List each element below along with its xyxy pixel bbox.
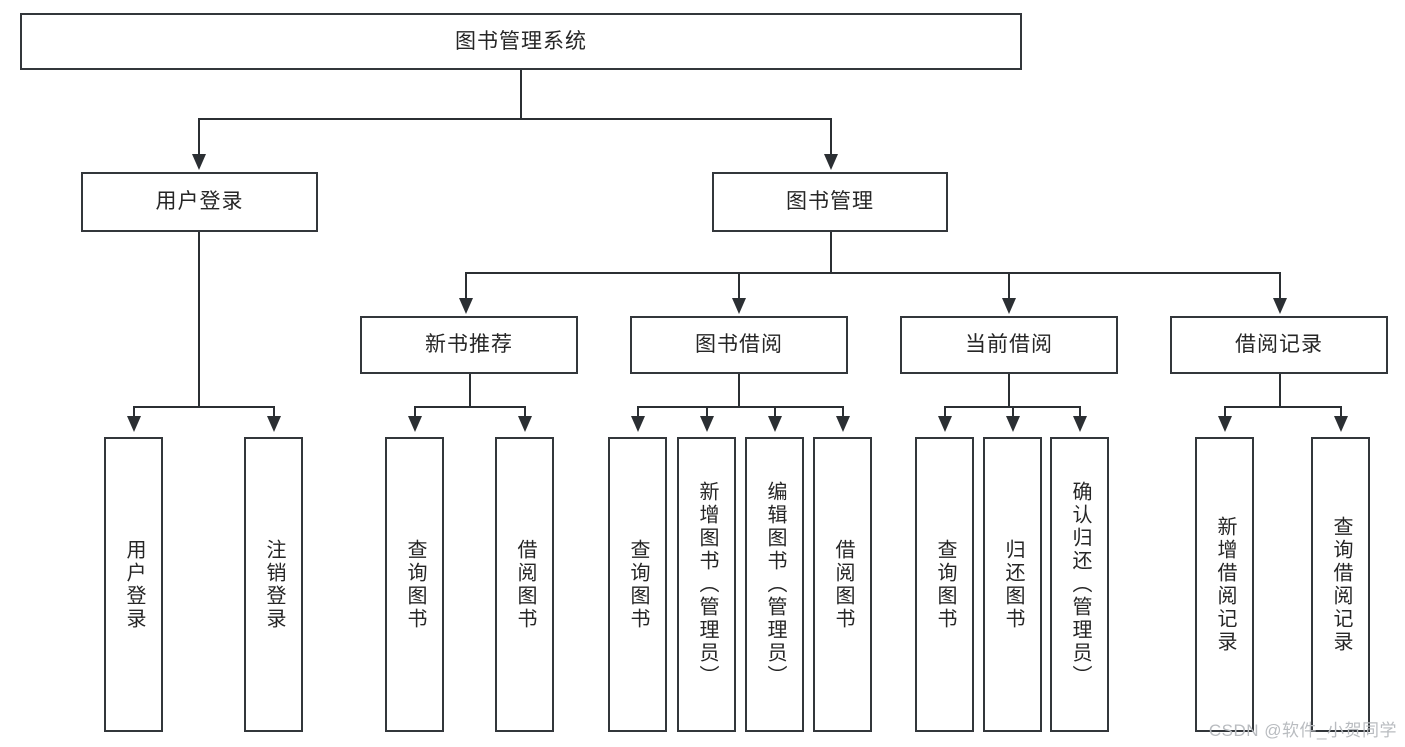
edge-book-borrow-to-leaf-3: [774, 406, 776, 418]
leaf-user-login-1-label: 用户登录: [123, 538, 145, 631]
leaf-book-borrow-1-label: 查询图书: [627, 538, 649, 631]
node-current-borrow[interactable]: 当前借阅: [900, 316, 1118, 374]
node-new-book-recommend-label: 新书推荐: [425, 333, 513, 357]
edge-book-borrow-to-leaf-1: [637, 406, 639, 418]
arrow-book-borrow-to-leaf-3: [768, 416, 782, 432]
leaf-new-book-1-label: 查询图书: [404, 538, 426, 631]
leaf-user-login-1[interactable]: 用户登录: [104, 437, 163, 732]
edge-root-bus: [198, 118, 832, 120]
leaf-book-borrow-1[interactable]: 查询图书: [608, 437, 667, 732]
leaf-borrow-record-1[interactable]: 新增借阅记录: [1195, 437, 1254, 732]
arrow-book-mgmt-to-l3-2: [732, 298, 746, 314]
leaf-current-borrow-3-label: 确认归还（管理员）: [1069, 481, 1091, 688]
arrow-current-borrow-to-leaf-1: [938, 416, 952, 432]
edge-user-login-stem: [198, 232, 200, 408]
edge-borrow-record-to-leaf-1: [1224, 406, 1226, 418]
leaf-user-login-2[interactable]: 注销登录: [244, 437, 303, 732]
node-book-management-label: 图书管理: [786, 190, 874, 214]
node-borrow-record[interactable]: 借阅记录: [1170, 316, 1388, 374]
edge-book-mgmt-bus: [465, 272, 1280, 274]
leaf-book-borrow-2-label: 新增图书（管理员）: [696, 481, 718, 688]
arrow-borrow-record-to-leaf-2: [1334, 416, 1348, 432]
arrow-book-borrow-to-leaf-4: [836, 416, 850, 432]
edge-current-borrow-to-leaf-3: [1079, 406, 1081, 418]
node-new-book-recommend[interactable]: 新书推荐: [360, 316, 578, 374]
edge-user-login-to-leaf-2: [273, 406, 275, 418]
edge-current-borrow-to-leaf-1: [944, 406, 946, 418]
leaf-borrow-record-1-label: 新增借阅记录: [1214, 515, 1236, 654]
arrow-book-mgmt-to-l3-3: [1002, 298, 1016, 314]
node-book-borrow-label: 图书借阅: [695, 333, 783, 357]
arrow-book-mgmt-to-l3-4: [1273, 298, 1287, 314]
edge-borrow-record-to-leaf-2: [1340, 406, 1342, 418]
edge-new-book-to-leaf-2: [524, 406, 526, 418]
edge-root-to-book-mgmt: [830, 118, 832, 156]
arrow-user-login-to-leaf-2: [267, 416, 281, 432]
edge-book-mgmt-to-l3-2: [738, 272, 740, 300]
edge-user-login-to-leaf-1: [133, 406, 135, 418]
edge-book-mgmt-stem: [830, 232, 832, 274]
edge-borrow-record-bus: [1224, 406, 1341, 408]
edge-root-stem: [520, 70, 522, 118]
leaf-new-book-2-label: 借阅图书: [514, 538, 536, 631]
edge-new-book-to-leaf-1: [414, 406, 416, 418]
edge-current-borrow-stem: [1008, 374, 1010, 408]
arrow-book-borrow-to-leaf-1: [631, 416, 645, 432]
node-book-borrow[interactable]: 图书借阅: [630, 316, 848, 374]
leaf-user-login-2-label: 注销登录: [263, 538, 285, 631]
edge-book-borrow-stem: [738, 374, 740, 408]
arrow-new-book-to-leaf-2: [518, 416, 532, 432]
node-user-login-label: 用户登录: [155, 190, 244, 214]
leaf-current-borrow-1-label: 查询图书: [934, 538, 956, 631]
leaf-borrow-record-2[interactable]: 查询借阅记录: [1311, 437, 1370, 732]
edge-book-borrow-bus: [637, 406, 844, 408]
arrow-book-mgmt-to-l3-1: [459, 298, 473, 314]
arrow-user-login-to-leaf-1: [127, 416, 141, 432]
leaf-book-borrow-3-label: 编辑图书（管理员）: [764, 481, 786, 688]
leaf-current-borrow-3[interactable]: 确认归还（管理员）: [1050, 437, 1109, 732]
leaf-current-borrow-2-label: 归还图书: [1002, 538, 1024, 631]
edge-new-book-stem: [469, 374, 471, 408]
leaf-current-borrow-2[interactable]: 归还图书: [983, 437, 1042, 732]
arrow-current-borrow-to-leaf-2: [1006, 416, 1020, 432]
edge-book-borrow-to-leaf-4: [842, 406, 844, 418]
arrow-current-borrow-to-leaf-3: [1073, 416, 1087, 432]
edge-current-borrow-to-leaf-2: [1012, 406, 1014, 418]
node-current-borrow-label: 当前借阅: [965, 333, 1053, 357]
leaf-book-borrow-4[interactable]: 借阅图书: [813, 437, 872, 732]
arrow-new-book-to-leaf-1: [408, 416, 422, 432]
arrow-borrow-record-to-leaf-1: [1218, 416, 1232, 432]
node-user-login[interactable]: 用户登录: [81, 172, 318, 232]
leaf-new-book-1[interactable]: 查询图书: [385, 437, 444, 732]
leaf-new-book-2[interactable]: 借阅图书: [495, 437, 554, 732]
edge-new-book-bus: [414, 406, 525, 408]
edge-book-mgmt-to-l3-4: [1279, 272, 1281, 300]
leaf-borrow-record-2-label: 查询借阅记录: [1330, 515, 1352, 654]
arrow-root-to-book-mgmt: [824, 154, 838, 170]
leaf-book-borrow-3[interactable]: 编辑图书（管理员）: [745, 437, 804, 732]
leaf-book-borrow-2[interactable]: 新增图书（管理员）: [677, 437, 736, 732]
watermark-label: CSDN @软件_小贺同学: [1208, 721, 1397, 740]
edge-user-login-bus: [133, 406, 274, 408]
leaf-book-borrow-4-label: 借阅图书: [832, 538, 854, 631]
node-root-label: 图书管理系统: [455, 29, 587, 53]
edge-borrow-record-stem: [1279, 374, 1281, 408]
edge-book-borrow-to-leaf-2: [706, 406, 708, 418]
edge-book-mgmt-to-l3-1: [465, 272, 467, 300]
node-borrow-record-label: 借阅记录: [1235, 333, 1323, 357]
arrow-book-borrow-to-leaf-2: [700, 416, 714, 432]
edge-root-to-user-login: [198, 118, 200, 156]
leaf-current-borrow-1[interactable]: 查询图书: [915, 437, 974, 732]
node-root[interactable]: 图书管理系统: [20, 13, 1022, 70]
node-book-management[interactable]: 图书管理: [712, 172, 948, 232]
arrow-root-to-user-login: [192, 154, 206, 170]
edge-book-mgmt-to-l3-3: [1008, 272, 1010, 300]
